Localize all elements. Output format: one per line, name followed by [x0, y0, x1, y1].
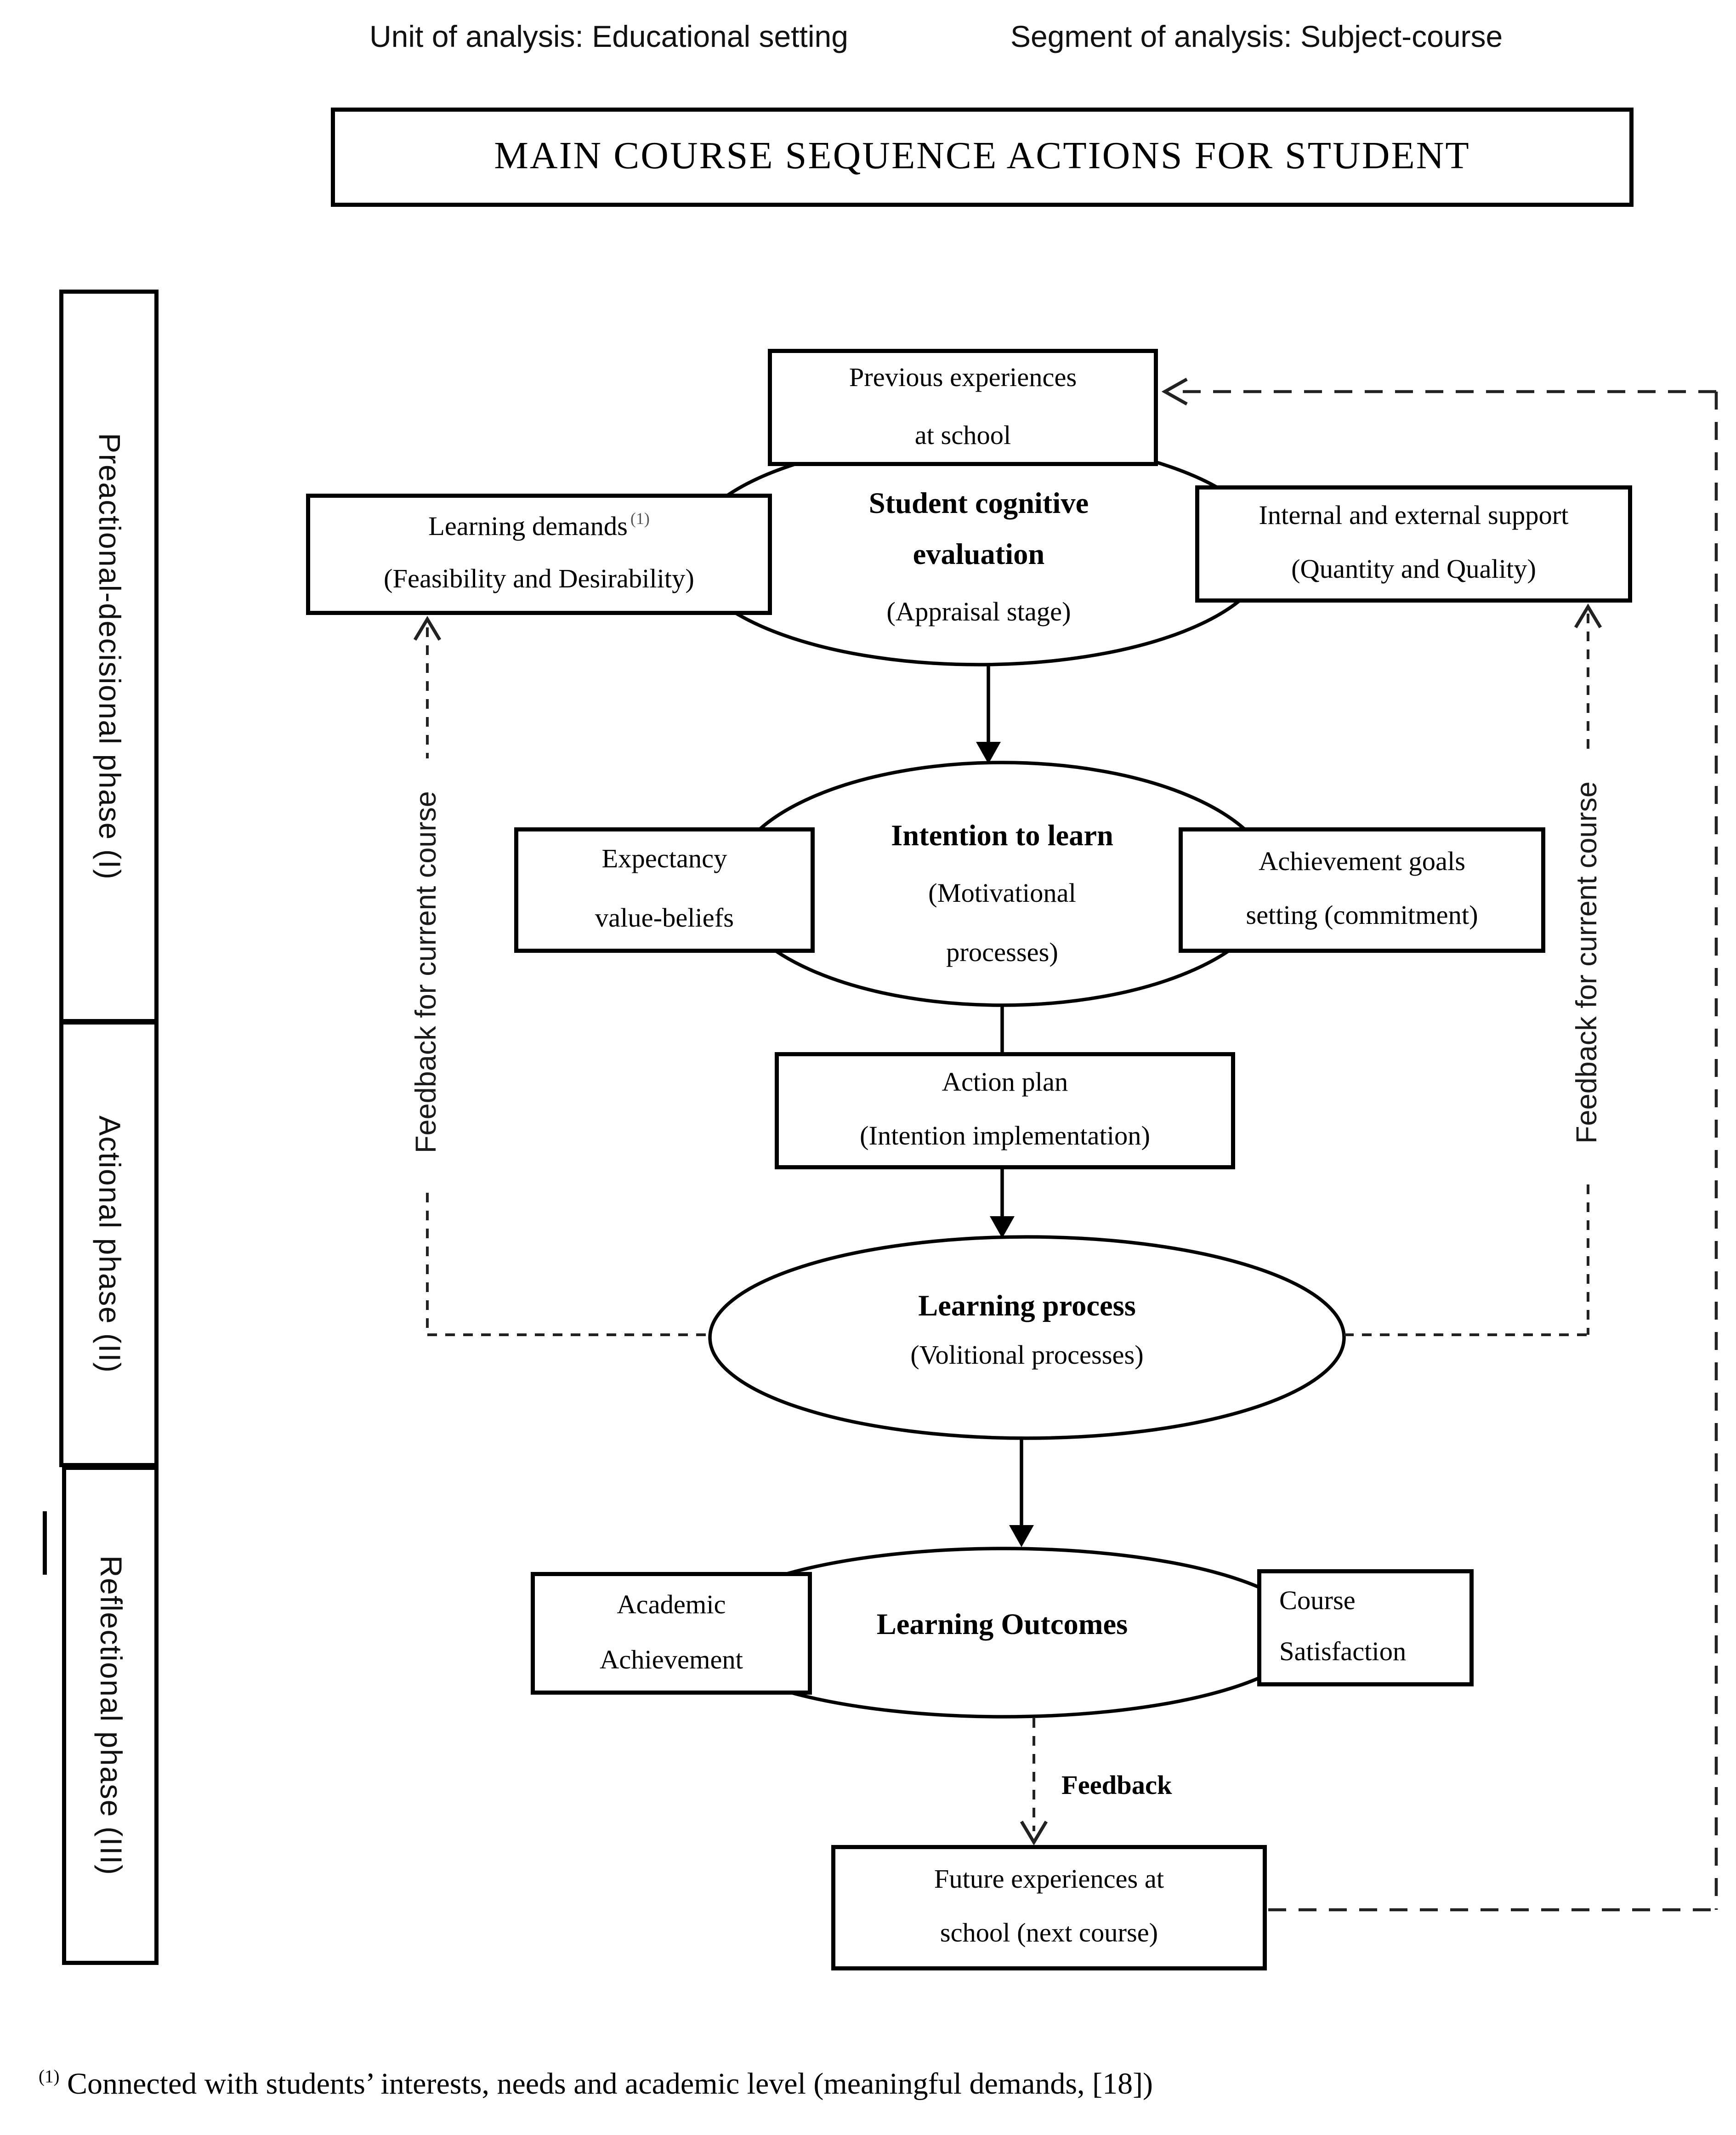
phase-box-actional: Actional phase (II): [59, 1020, 159, 1467]
footnote-text: Connected with students’ interests, need…: [59, 2066, 1153, 2101]
expectancy-line1: Expectancy: [601, 844, 727, 874]
right-rail-up-arrowhead: [1574, 603, 1602, 628]
arrowhead-down-2: [990, 1216, 1015, 1238]
support-line2: (Quantity and Quality): [1291, 555, 1536, 584]
cognitive-evaluation-title-line1: Student cognitive: [868, 487, 1089, 520]
intention-subtitle-line2: processes): [946, 939, 1058, 968]
learning-demands-text: Learning demands: [428, 512, 628, 542]
footnote: (1) Connected with students’ interests, …: [39, 2066, 1153, 2102]
expectancy-line2: value-beliefs: [595, 904, 734, 933]
previous-experiences-line1: Previous experiences: [849, 363, 1077, 393]
outer-loop: [1183, 390, 1718, 1912]
course-satisfaction-line1: Course: [1279, 1588, 1356, 1617]
arrowhead-down-1: [976, 742, 1001, 764]
stray-mark: [43, 1511, 47, 1575]
figure-title-box: MAIN COURSE SEQUENCE ACTIONS FOR STUDENT: [331, 108, 1634, 207]
phase-label-reflectional: Reflectional phase (III): [94, 1555, 128, 1876]
expectancy-value-beliefs-box: Expectancy value-beliefs: [514, 827, 815, 953]
intention-title: Intention to learn: [891, 819, 1113, 852]
phase-box-preactional: Preactional-decisional phase (I): [59, 290, 159, 1023]
right-feedback-rail-label: Feedback for current course: [1571, 749, 1605, 1176]
learning-demands-box: Learning demands(1) (Feasibility and Des…: [306, 494, 772, 615]
goals-line1: Achievement goals: [1259, 848, 1465, 878]
learning-process-title: Learning process: [918, 1289, 1136, 1322]
future-experiences-line2: school (next course): [940, 1919, 1158, 1948]
course-satisfaction-line2: Satisfaction: [1279, 1637, 1407, 1667]
academic-line1: Academic: [617, 1590, 726, 1620]
action-plan-box: Action plan (Intention implementation): [775, 1052, 1235, 1169]
learning-process-caption: Learning process (Volitional processes): [806, 1281, 1248, 1382]
feedback-label: Feedback: [1061, 1772, 1172, 1801]
learning-process-ellipse: [708, 1235, 1346, 1440]
previous-experiences-line2: at school: [914, 421, 1011, 450]
chevron-arrowheads: [413, 377, 1602, 1845]
feedback-down-arrowhead: [1020, 1821, 1048, 1845]
intention-subtitle-line1: (Motivational: [928, 879, 1076, 909]
phase-label-actional: Actional phase (II): [92, 1115, 127, 1373]
unit-of-analysis-label: Unit of analysis: Educational setting: [369, 19, 848, 54]
figure-title: MAIN COURSE SEQUENCE ACTIONS FOR STUDENT: [494, 135, 1470, 178]
footnote-marker: (1): [630, 509, 650, 529]
learning-demands-line1: Learning demands(1): [428, 502, 650, 554]
footnote-superscript: (1): [39, 2066, 60, 2086]
dashed-rails: [426, 614, 1589, 1831]
goals-line2: setting (commitment): [1246, 901, 1478, 930]
intention-caption: Intention to learn (Motivational process…: [823, 811, 1181, 980]
achievement-goals-box: Achievement goals setting (commitment): [1179, 827, 1545, 953]
learning-outcomes-caption: Learning Outcomes: [876, 1608, 1128, 1641]
academic-line2: Achievement: [600, 1645, 743, 1675]
future-experiences-line1: Future experiences at: [934, 1866, 1164, 1896]
previous-experiences-box: Previous experiences at school: [768, 349, 1158, 466]
left-feedback-rail-label: Feedback for current course: [411, 758, 444, 1186]
cognitive-evaluation-subtitle: (Appraisal stage): [886, 598, 1071, 627]
cognitive-evaluation-caption: Student cognitive evaluation (Appraisal …: [744, 478, 1213, 638]
future-experiences-box: Future experiences at school (next cours…: [831, 1845, 1267, 1970]
segment-of-analysis-label: Segment of analysis: Subject-course: [1010, 19, 1503, 54]
left-rail-up-arrowhead: [413, 616, 442, 641]
arrowhead-down-3: [1009, 1525, 1034, 1547]
support-line1: Internal and external support: [1259, 502, 1569, 532]
internal-external-support-box: Internal and external support (Quantity …: [1195, 485, 1632, 603]
solid-connectors: [987, 665, 1023, 1528]
academic-achievement-box: Academic Achievement: [531, 1572, 812, 1695]
phase-box-reflectional: Reflectional phase (III): [62, 1466, 159, 1965]
cognitive-evaluation-title-line2: evaluation: [913, 537, 1045, 571]
action-plan-line2: (Intention implementation): [860, 1122, 1150, 1151]
learning-process-subtitle: (Volitional processes): [910, 1341, 1144, 1371]
action-plan-line1: Action plan: [942, 1069, 1068, 1099]
loop-left-arrowhead: [1161, 377, 1188, 406]
phase-label-preactional: Preactional-decisional phase (I): [92, 433, 127, 880]
course-satisfaction-box: Course Satisfaction: [1257, 1569, 1474, 1686]
learning-demands-line2: (Feasibility and Desirability): [384, 565, 694, 594]
